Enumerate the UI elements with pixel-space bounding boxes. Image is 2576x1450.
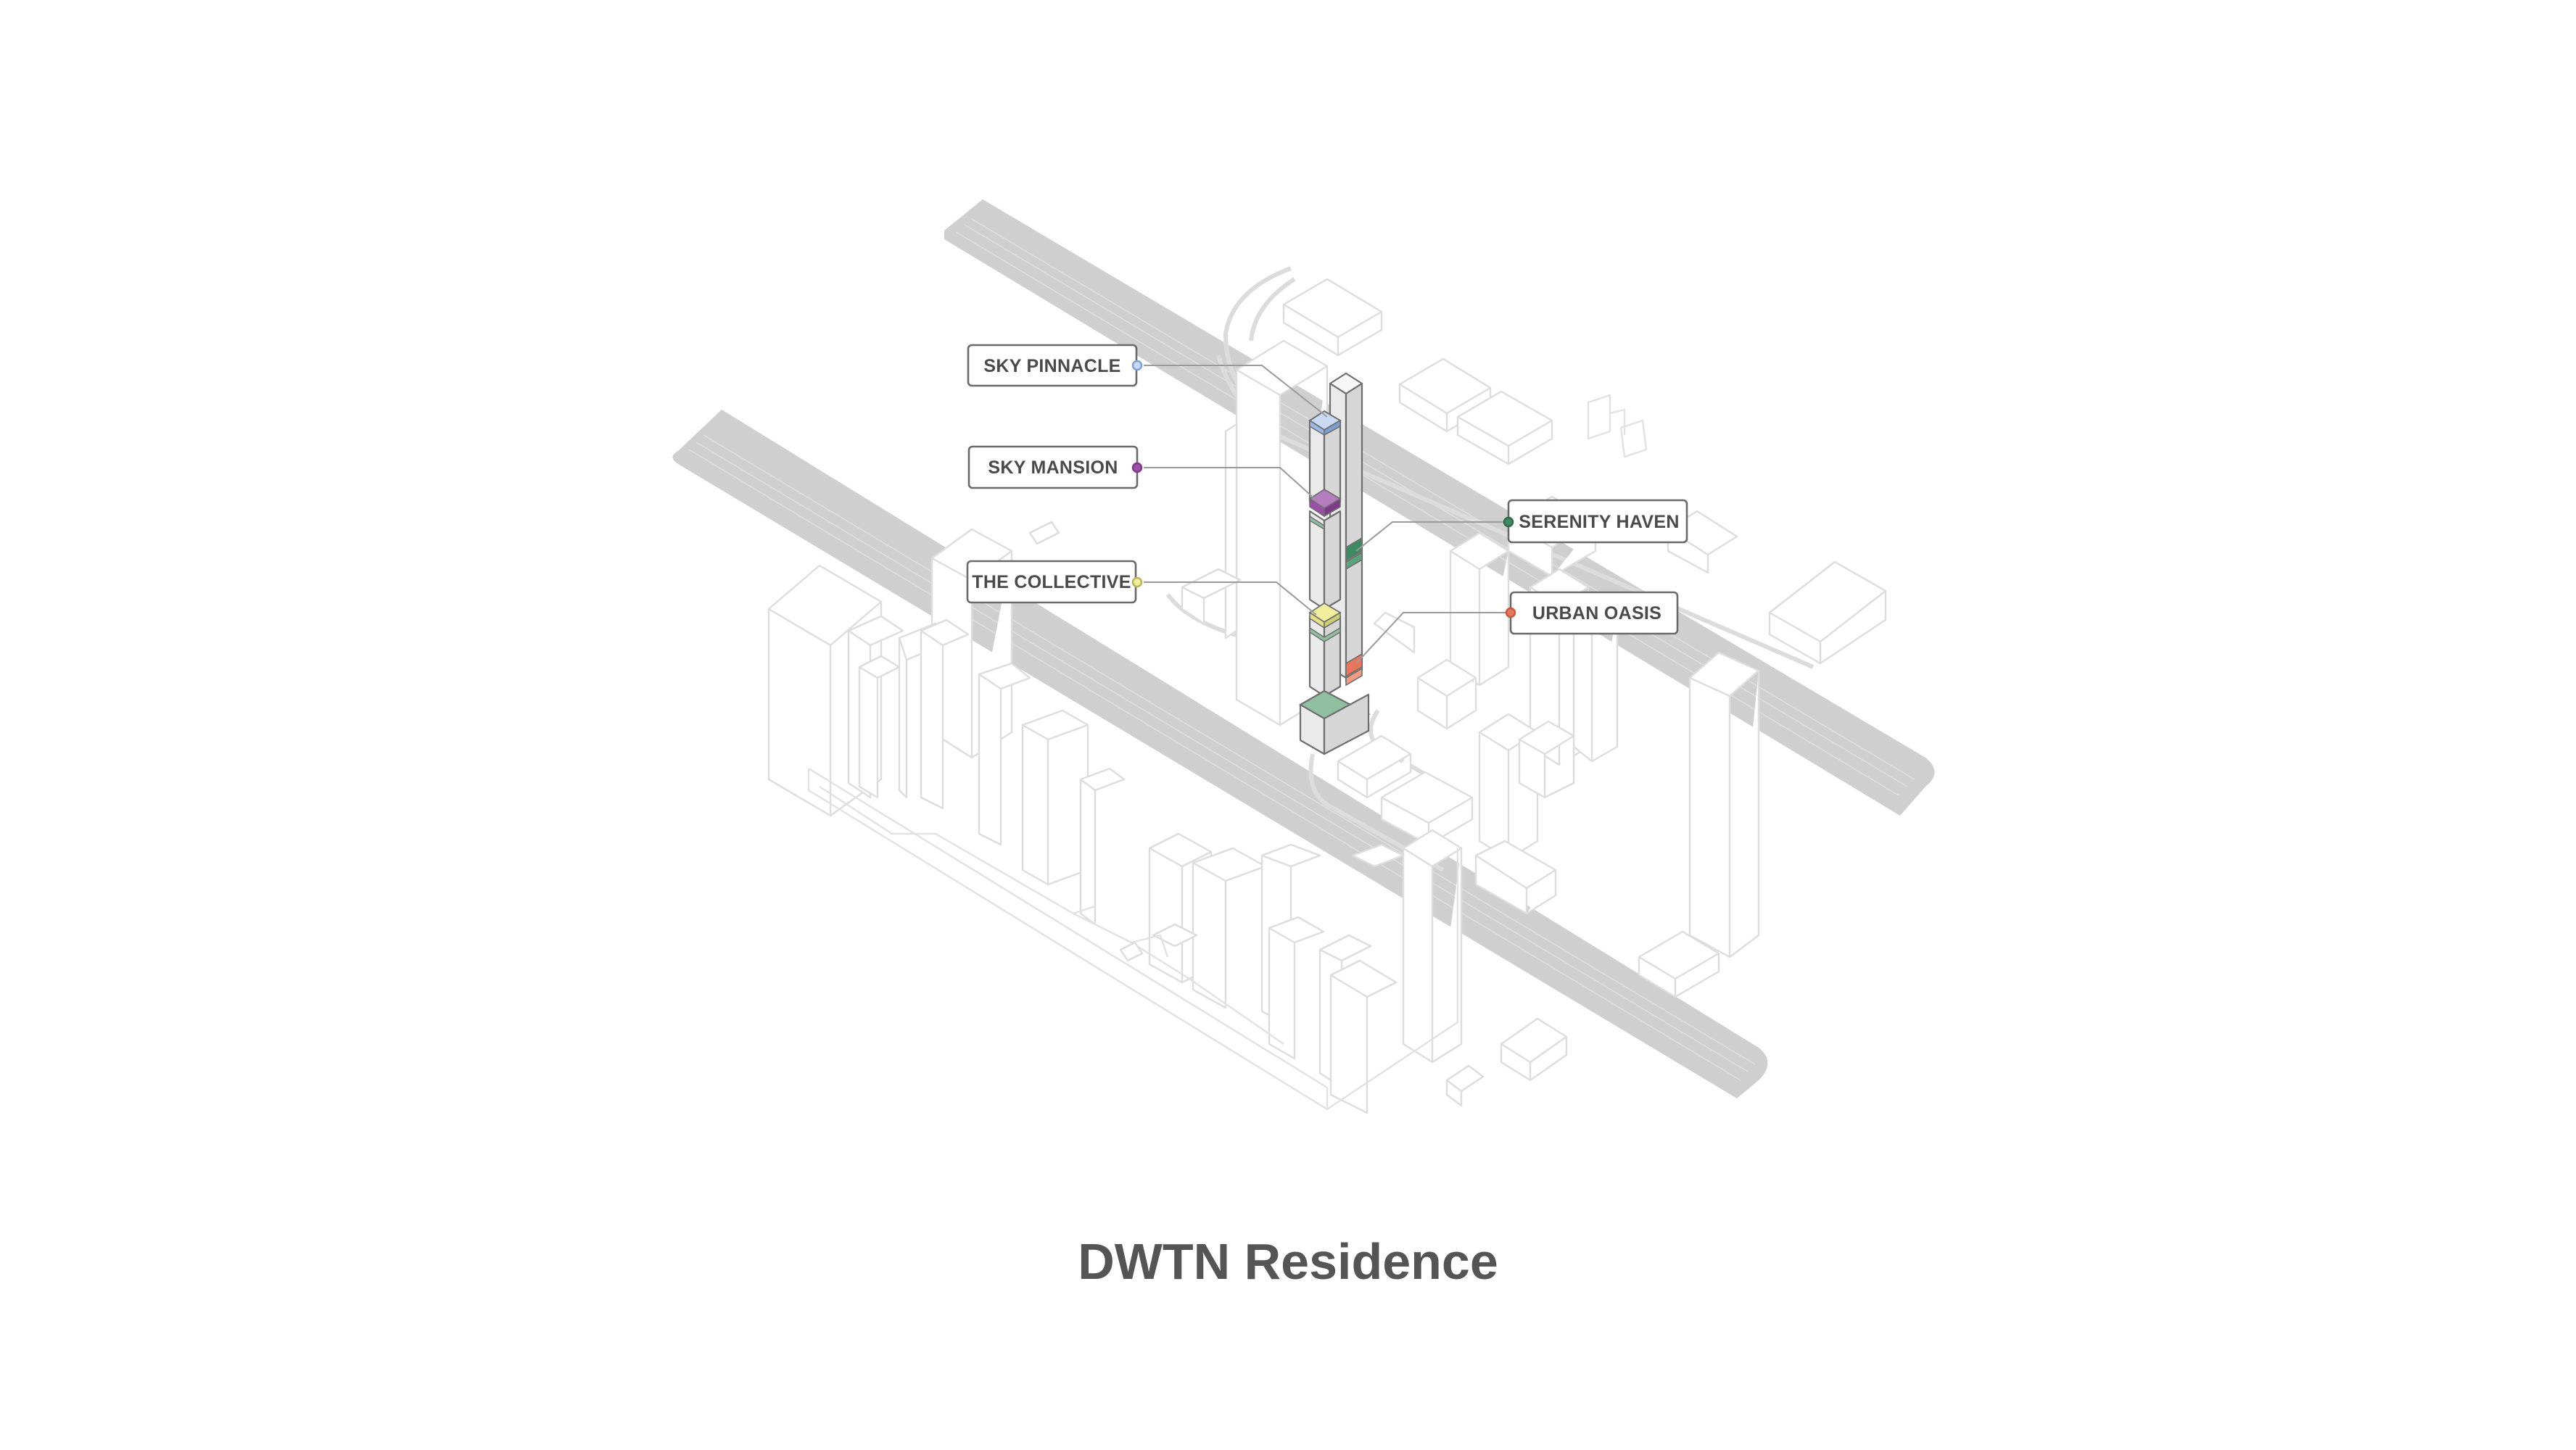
label-text: THE COLLECTIVE	[972, 572, 1131, 592]
marker-dot	[1505, 607, 1516, 618]
zone-serenity-haven	[1309, 515, 1363, 571]
label-sky-pinnacle: SKY PINNACLE	[967, 344, 1143, 387]
leader-lines	[1144, 365, 1511, 664]
zone-the-collective	[1308, 602, 1342, 642]
marker-dot	[1131, 462, 1143, 473]
label-the-collective: THE COLLECTIVE	[966, 560, 1143, 604]
diagram-title: DWTN Residence	[1078, 1233, 1498, 1290]
marker-dot	[1503, 516, 1514, 528]
zone-sky-pinnacle	[1308, 410, 1342, 436]
marker-dot	[1131, 360, 1143, 371]
context-buildings	[767, 278, 1887, 1114]
label-urban-oasis: URBAN OASIS	[1505, 591, 1679, 635]
label-serenity-haven: SERENITY HAVEN	[1503, 499, 1688, 544]
main-tower	[1299, 372, 1371, 755]
label-sky-mansion: SKY MANSION	[967, 445, 1143, 489]
label-text: SKY PINNACLE	[983, 356, 1120, 376]
label-text: SERENITY HAVEN	[1519, 512, 1679, 532]
zone-urban-oasis	[1345, 652, 1363, 687]
road-south-lanes	[688, 434, 1756, 1081]
zone-sky-mansion	[1308, 488, 1342, 518]
label-text: SKY MANSION	[988, 457, 1118, 478]
marker-dot	[1131, 576, 1143, 588]
label-text: URBAN OASIS	[1532, 603, 1661, 624]
